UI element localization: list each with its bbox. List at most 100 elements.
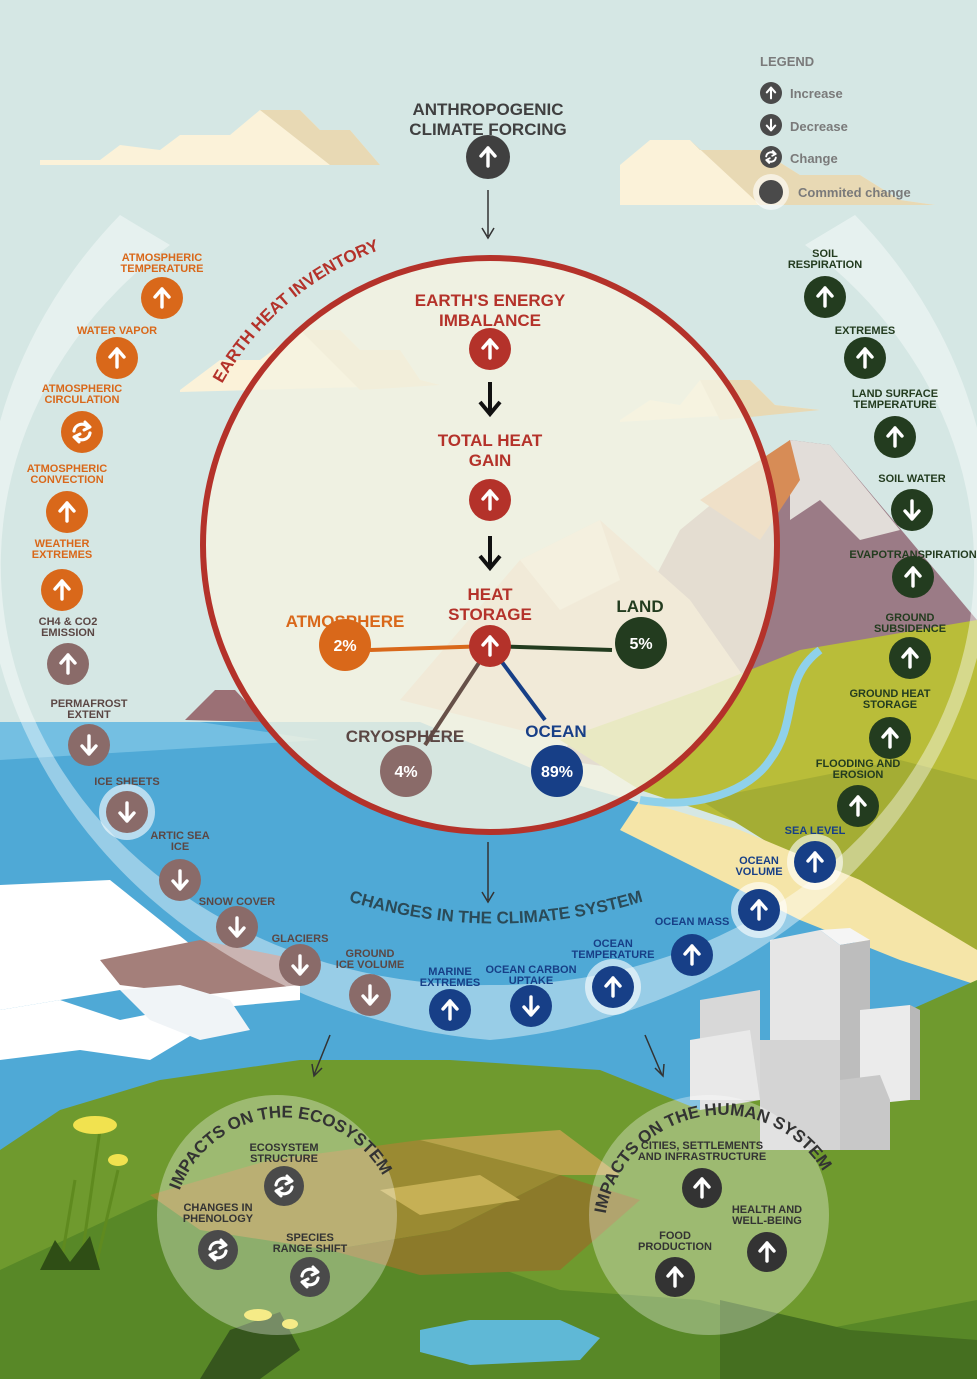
impact-item-label: PHENOLOGY: [183, 1213, 254, 1225]
change-item-label: UPTAKE: [509, 975, 553, 987]
down-arrow-icon: [481, 190, 495, 240]
changes-ring: [0, 215, 977, 1040]
refresh-icon: [290, 1257, 330, 1297]
storage-label-2: STORAGE: [448, 605, 532, 624]
change-item-label: OCEAN MASS: [655, 916, 730, 928]
change-item-label: SUBSIDENCE: [874, 623, 946, 635]
change-item-label: GROUND HEAT: [849, 688, 930, 700]
legend-title: LEGEND: [760, 54, 814, 69]
land-change-item: EXTREMES: [835, 325, 896, 379]
impact-item-label: ECOSYSTEM: [249, 1142, 318, 1154]
svg-text:4%: 4%: [394, 764, 417, 781]
svg-text:5%: 5%: [629, 636, 652, 653]
change-item-label: ICE SHEETS: [94, 776, 159, 788]
change-item-label: WEATHER: [35, 538, 90, 550]
change-item-label: TEMPERATURE: [854, 399, 937, 411]
change-item-label: FLOODING AND: [816, 758, 901, 770]
flow-arrow-icon: [478, 536, 502, 572]
legend-change: Change: [790, 151, 838, 166]
impact-item-label: CITIES, SETTLEMENTS: [641, 1140, 763, 1152]
change-item-label: ICE VOLUME: [336, 959, 404, 971]
legend-increase: Increase: [790, 86, 843, 101]
flower-plant: [40, 1116, 298, 1329]
cryosphere-change-item: SNOW COVER: [199, 896, 275, 948]
cryosphere-change-item: GLACIERS: [272, 933, 328, 986]
down-arrow-icon: [481, 842, 495, 904]
change-item-label: SNOW COVER: [199, 896, 275, 908]
legend-decrease: Decrease: [790, 119, 848, 134]
down-arrow-icon: [311, 1034, 331, 1078]
ocean-change-item: OCEAN MASS: [655, 916, 730, 976]
ocean-change-item: SEA LEVEL: [785, 825, 846, 890]
land-label: LAND: [616, 597, 663, 616]
change-item-label: ATMOSPHERIC: [122, 252, 203, 264]
heat-gain-label-1: TOTAL HEAT: [438, 431, 543, 450]
land-change-item: SOIL WATER: [878, 473, 946, 531]
anthropogenic-forcing: ANTHROPOGENIC CLIMATE FORCING: [311, 100, 665, 1078]
impact-item-label: FOOD: [659, 1230, 691, 1242]
change-item-label: EVAPOTRANSPIRATION: [849, 549, 976, 561]
impact-item-label: PRODUCTION: [638, 1241, 712, 1253]
river: [639, 646, 823, 807]
cryosphere-share: [380, 745, 432, 797]
change-item-label: EXTENT: [67, 709, 111, 721]
impact-item-label: CHANGES IN: [183, 1202, 252, 1214]
legend: LEGEND Increase Decrease Change Commited…: [753, 54, 911, 210]
change-item-label: GROUND: [886, 612, 935, 624]
impact-item-label: HEALTH AND: [732, 1204, 802, 1216]
refresh-icon: [760, 146, 782, 168]
imbalance-label-2: IMBALANCE: [439, 311, 541, 330]
atmosphere-change-item: WATER VAPOR: [77, 325, 157, 379]
change-item-label: EXTREMES: [420, 977, 481, 989]
cryosphere-change-item: ICE SHEETS: [94, 776, 160, 840]
flow-arrow-icon: [478, 382, 502, 418]
change-item-label: WATER VAPOR: [77, 325, 157, 337]
change-item-label: ATMOSPHERIC: [42, 383, 123, 395]
legend-committed: Commited change: [798, 185, 911, 200]
change-item-label: ICE: [171, 841, 189, 853]
change-item-label: SOIL: [812, 248, 838, 260]
change-item-label: EXTREMES: [835, 325, 896, 337]
beach: [620, 800, 977, 985]
change-item-label: EXTREMES: [32, 549, 93, 561]
ocean-share: [531, 745, 583, 797]
pond: [420, 1320, 600, 1365]
field: [150, 1140, 560, 1250]
impact-item-label: RANGE SHIFT: [273, 1243, 348, 1255]
city-buildings: [690, 928, 920, 1150]
ocean-label: OCEAN: [525, 722, 586, 741]
svg-text:2%: 2%: [333, 638, 356, 655]
land-share: [615, 617, 667, 669]
heat-gain-label-2: GAIN: [469, 451, 512, 470]
refresh-icon: [198, 1230, 238, 1270]
impact-item-label: AND INFRASTRUCTURE: [638, 1151, 766, 1163]
land-change-item: EVAPOTRANSPIRATION: [849, 549, 977, 598]
imbalance-label-1: EARTH'S ENERGY: [415, 291, 566, 310]
change-items: ATMOSPHERIC TEMPERATURE WATER VAPOR ATMOSPH…: [27, 248, 977, 1031]
change-item-label: EMISSION: [41, 627, 95, 639]
cryosphere-label: CRYOSPHERE: [346, 727, 464, 746]
atmosphere-share: [319, 619, 371, 671]
change-item-label: ATMOSPHERIC: [27, 463, 108, 475]
refresh-icon: [264, 1166, 304, 1206]
change-item-label: RESPIRATION: [788, 259, 862, 271]
